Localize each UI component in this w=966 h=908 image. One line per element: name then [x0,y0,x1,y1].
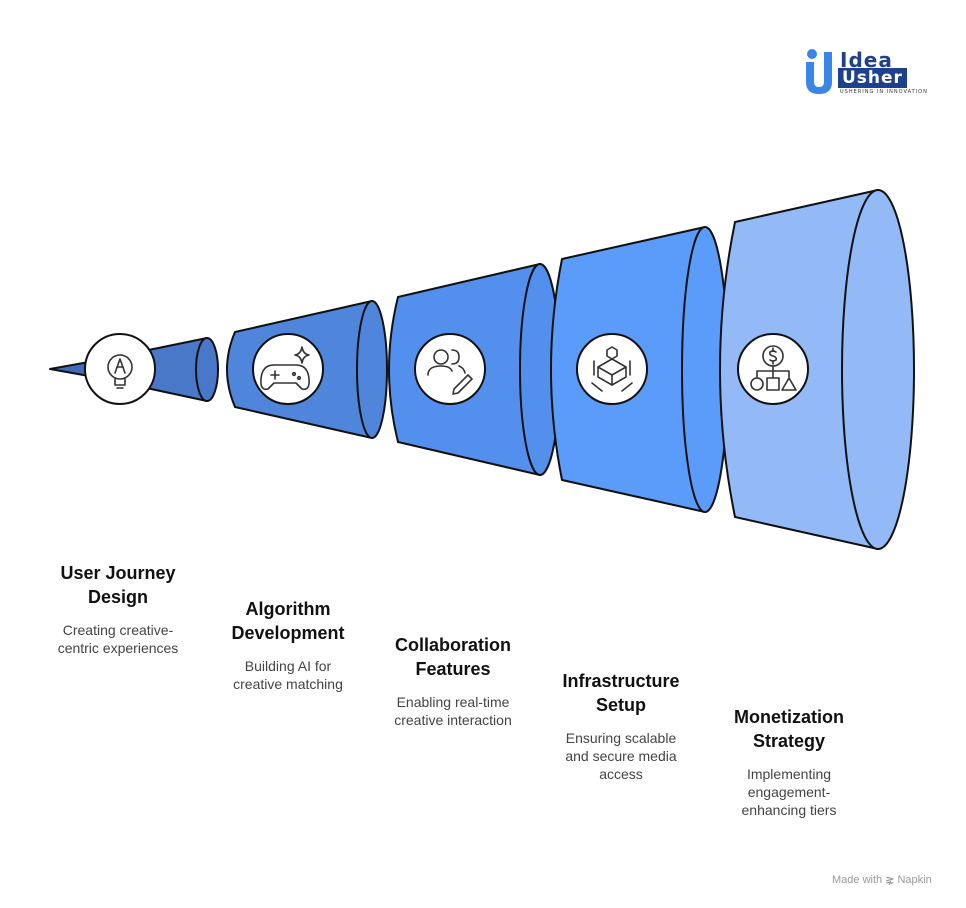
step-description: Building AI for creative matching [233,658,343,692]
step-title: Infrastructure Setup [562,671,680,715]
users-edit-icon [414,333,486,405]
money-shapes-icon [737,333,809,405]
step-user-journey-design: User Journey Design Creating creative-ce… [33,561,203,657]
step-description: Implementing engagement-enhancing tiers [741,766,837,818]
step-description: Ensuring scalable and secure media acces… [565,730,677,782]
step-title: User Journey Design [60,563,176,607]
logo-wordmark-bottom: Usher [838,68,907,88]
step-infrastructure-setup: Infrastructure Setup Ensuring scalable a… [536,669,706,783]
game-controller-sparkle-icon [252,333,324,405]
logo-tagline: USHERING IN INNOVATION [840,89,928,95]
step-title: Monetization Strategy [734,707,844,751]
step-algorithm-development: Algorithm Development Building AI for cr… [203,597,373,693]
step-description: Creating creative-centric experiences [57,622,179,656]
pencil-idea-icon [84,333,156,405]
logo: Idea Usher USHERING IN INNOVATION [802,46,932,100]
napkin-logo-icon: ⋧ [885,874,895,886]
network-box-icon [576,333,648,405]
step-collaboration-features: Collaboration Features Enabling real-tim… [368,633,538,729]
step-title: Algorithm Development [231,599,345,643]
made-with-label: Made with [832,874,883,886]
napkin-label: Napkin [897,874,932,886]
step-description: Enabling real-time creative interaction [394,694,512,728]
step-title: Collaboration Features [395,635,511,679]
made-with-napkin-credit: Made with ⋧ Napkin [832,873,932,886]
logo-mark-icon [806,49,832,94]
step-monetization-strategy: Monetization Strategy Implementing engag… [704,705,874,819]
